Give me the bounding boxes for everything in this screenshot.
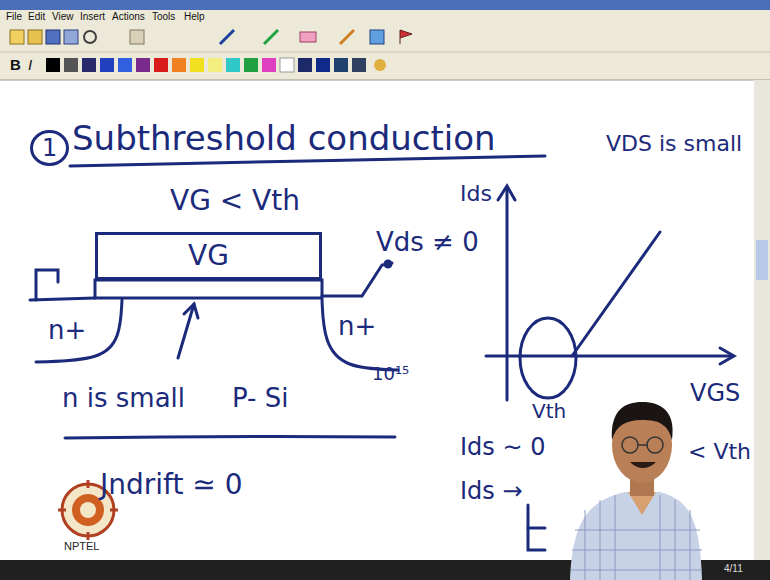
toolbar-divider <box>0 80 770 81</box>
handwriting <box>30 156 734 550</box>
menu-bar <box>0 10 770 24</box>
page-title: Subthreshold conduction <box>72 120 496 157</box>
menu-item: Actions <box>112 11 145 22</box>
axis-label: Vth <box>532 400 566 422</box>
circled-number: 1 <box>30 130 69 166</box>
bold-button: B <box>10 57 21 74</box>
italic-button: I <box>28 57 32 74</box>
menu-item: Help <box>184 11 205 22</box>
region-outline <box>36 300 122 362</box>
current-note: Jndrift ≃ 0 <box>100 470 243 501</box>
substrate-label: P- Si <box>232 384 288 413</box>
menu-item: File <box>6 11 22 22</box>
drain-voltage: Vds ≠ 0 <box>376 228 479 257</box>
title-bar <box>0 0 770 10</box>
scrollbar <box>754 80 770 560</box>
menu-item: Edit <box>28 11 45 22</box>
carrier-note: n is small <box>62 384 185 413</box>
toolbar-icons <box>10 30 412 44</box>
color-swatches <box>46 58 386 72</box>
nplus-region: n+ <box>320 300 398 370</box>
menu-item: Tools <box>152 11 175 22</box>
axis-label: Ids <box>460 182 492 206</box>
region-outline <box>322 300 398 370</box>
logo-text: NPTEL <box>64 540 99 552</box>
current-note: Ids ∼ 0 <box>460 434 545 460</box>
toolbar-divider <box>0 52 770 53</box>
doping-value: 10¹⁵ <box>372 364 409 384</box>
page-counter: 4/11 <box>724 563 743 574</box>
condition-note: VG < Vth <box>170 186 300 217</box>
node-text: VG <box>188 241 229 272</box>
current-note: Ids → <box>460 478 523 504</box>
gate-box: VG <box>95 232 322 280</box>
graph-note: VDS is small <box>606 132 742 156</box>
menu-item: Insert <box>80 11 105 22</box>
menu-item: View <box>52 11 74 22</box>
node-text: n+ <box>338 312 376 341</box>
toolbar <box>0 24 770 80</box>
axis-label: VGS <box>690 380 740 406</box>
lecturer <box>570 402 702 580</box>
scroll-thumb <box>756 240 768 280</box>
node-text: n+ <box>48 316 86 345</box>
nplus-region: n+ <box>36 300 122 362</box>
current-note: < Vth <box>688 440 751 464</box>
